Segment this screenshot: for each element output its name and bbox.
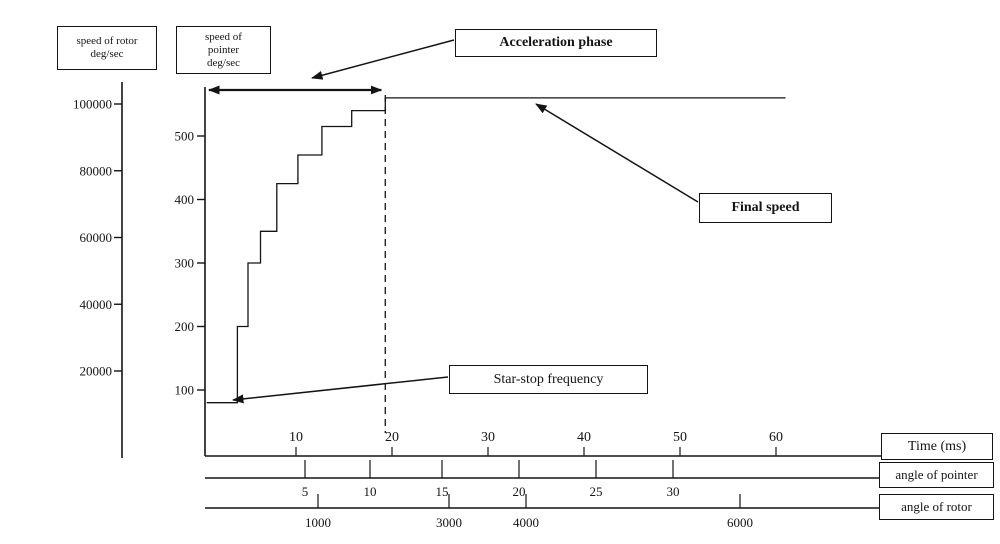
final-speed-label-box: Final speed <box>699 193 832 223</box>
rotor-angle-axis-title: angle of rotor <box>901 499 972 514</box>
rotor-speed-axis-title-line2: deg/sec <box>90 48 124 60</box>
rotor-axis-tick-label: 100000 <box>73 97 112 112</box>
time-axis-tick-label: 50 <box>673 430 687 445</box>
acceleration-phase-arrow <box>311 39 455 80</box>
final-speed-arrow <box>535 103 699 203</box>
start-stop-frequency-label-box: Star-stop frequency <box>449 365 648 394</box>
rotor-axis-tick-label: 80000 <box>80 163 113 178</box>
rotor-angle-tick-label: 3000 <box>436 515 462 530</box>
pointer-angle-axis-title-box: angle of pointer <box>879 462 994 488</box>
time-axis-title-box: Time (ms) <box>881 433 993 460</box>
acceleration-phase-label-box: Acceleration phase <box>455 29 657 57</box>
rotor-speed-axis-title-box: speed of rotor deg/sec <box>57 26 157 70</box>
rotor-axis-tick-label: 60000 <box>80 230 113 245</box>
pointer-speed-axis-title-box: speed of pointer deg/sec <box>176 26 271 74</box>
pointer-angle-tick-label: 15 <box>436 484 449 499</box>
pointer-speed-axis-title-line1: speed of <box>205 30 242 43</box>
rotor-angle-tick-label: 4000 <box>513 515 539 530</box>
pointer-speed-axis-title-line3: deg/sec <box>207 56 240 69</box>
pointer-axis-tick-label: 400 <box>175 192 195 207</box>
rotor-axis-tick-label: 20000 <box>80 364 113 379</box>
pointer-axis-tick-label: 500 <box>175 129 195 144</box>
pointer-angle-tick-label: 20 <box>513 484 526 499</box>
time-axis-tick-label: 30 <box>481 430 495 445</box>
rotor-angle-tick-label: 1000 <box>305 515 331 530</box>
rotor-speed-axis-title-line1: speed of rotor <box>76 35 138 47</box>
final-speed-label: Final speed <box>731 200 800 215</box>
pointer-angle-tick-label: 30 <box>667 484 680 499</box>
time-axis-tick-label: 40 <box>577 430 591 445</box>
pointer-axis-tick-label: 300 <box>175 256 195 271</box>
time-axis-title: Time (ms) <box>907 438 967 454</box>
pointer-axis-tick-label: 200 <box>175 319 195 334</box>
time-axis-tick-label: 20 <box>385 430 399 445</box>
pointer-angle-axis-title: angle of pointer <box>895 467 978 482</box>
time-axis-tick-label: 60 <box>769 430 783 445</box>
start-stop-frequency-label: Star-stop frequency <box>493 371 604 387</box>
start-stop-arrow <box>232 376 449 404</box>
speed-step-curve <box>206 97 786 404</box>
rotor-angle-tick-label: 6000 <box>727 515 753 530</box>
pointer-speed-axis-title-line2: pointer <box>207 43 240 56</box>
pointer-axis-tick-label: 100 <box>175 383 195 398</box>
pointer-angle-tick-label: 10 <box>364 484 377 499</box>
rotor-axis-tick-label: 40000 <box>80 297 113 312</box>
rotor-angle-axis-title-box: angle of rotor <box>879 494 994 520</box>
time-axis-tick-label: 10 <box>289 430 303 445</box>
pointer-angle-tick-label: 25 <box>590 484 603 499</box>
acceleration-phase-label: Acceleration phase <box>499 35 613 50</box>
pointer-angle-tick-label: 5 <box>302 484 309 499</box>
